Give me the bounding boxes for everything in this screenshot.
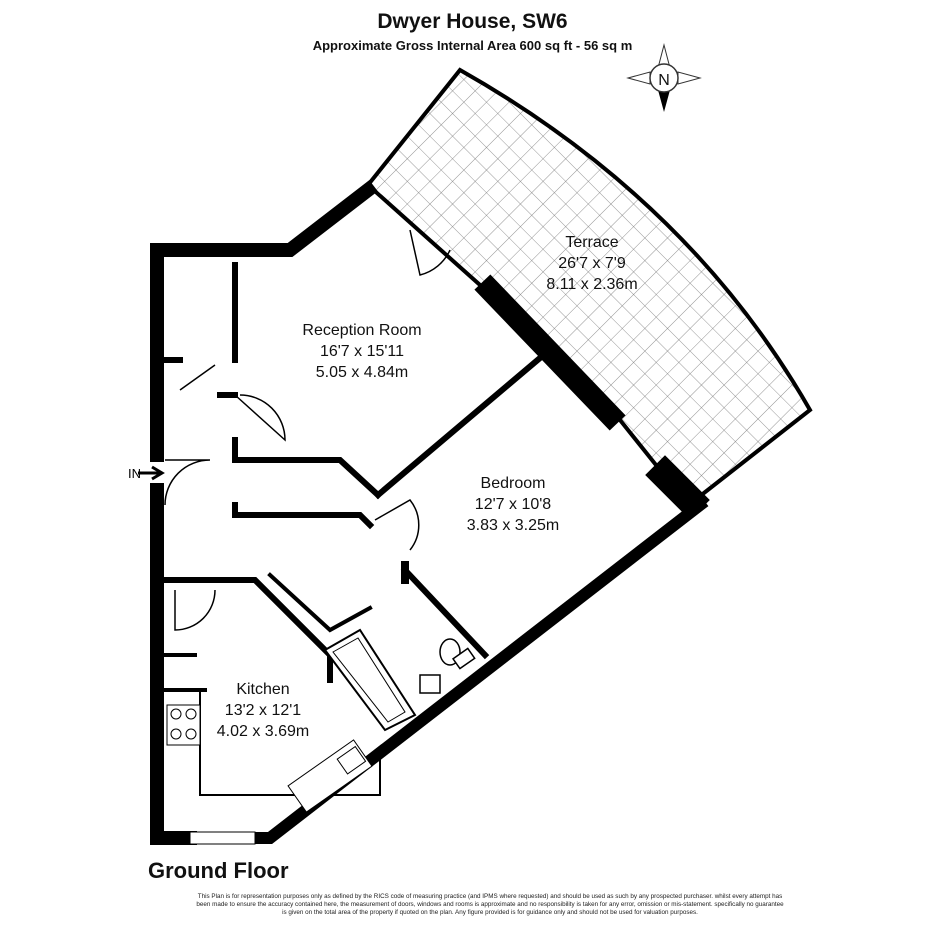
room-dimensions-metric: 4.02 x 3.69m bbox=[217, 723, 310, 740]
room-reception: Reception Room 16'7 x 15'11 5.05 x 4.84m bbox=[302, 322, 421, 381]
bathtub-icon bbox=[323, 628, 417, 732]
hob-icon bbox=[166, 704, 201, 746]
kitchen-sink-icon bbox=[287, 739, 373, 813]
room-dimensions-imperial: 26'7 x 7'9 bbox=[558, 255, 626, 272]
compass-icon: N bbox=[626, 43, 702, 112]
room-terrace: Terrace 26'7 x 7'9 8.11 x 2.36m bbox=[546, 234, 637, 293]
plan-title: Dwyer House, SW6 bbox=[377, 10, 568, 33]
room-dimensions-imperial: 16'7 x 15'11 bbox=[320, 343, 404, 360]
door-swings bbox=[164, 229, 451, 631]
windows bbox=[189, 831, 256, 845]
room-dimensions-imperial: 13'2 x 12'1 bbox=[225, 702, 301, 719]
disclaimer: This Plan is for representation purposes… bbox=[196, 893, 784, 916]
washbasin-icon bbox=[419, 674, 441, 694]
room-bedroom: Bedroom 12'7 x 10'8 3.83 x 3.25m bbox=[467, 475, 560, 534]
toilet-icon bbox=[439, 638, 476, 670]
room-name: Kitchen bbox=[236, 681, 289, 698]
floor-label: Ground Floor bbox=[148, 858, 289, 883]
room-name: Terrace bbox=[565, 234, 618, 251]
compass-label: N bbox=[658, 72, 670, 89]
room-dimensions-imperial: 12'7 x 10'8 bbox=[475, 496, 551, 513]
room-kitchen: Kitchen 13'2 x 12'1 4.02 x 3.69m bbox=[217, 681, 310, 740]
room-dimensions-metric: 3.83 x 3.25m bbox=[467, 517, 560, 534]
room-dimensions-metric: 5.05 x 4.84m bbox=[316, 364, 409, 381]
room-name: Bedroom bbox=[481, 475, 546, 492]
room-name: Reception Room bbox=[302, 322, 421, 339]
plan-area: Approximate Gross Internal Area 600 sq f… bbox=[312, 38, 633, 53]
entrance-label: IN bbox=[128, 466, 141, 481]
room-dimensions-metric: 8.11 x 2.36m bbox=[546, 276, 637, 293]
walls bbox=[150, 180, 710, 845]
entrance-arrow-icon bbox=[138, 465, 165, 481]
terrace-area bbox=[365, 67, 813, 503]
